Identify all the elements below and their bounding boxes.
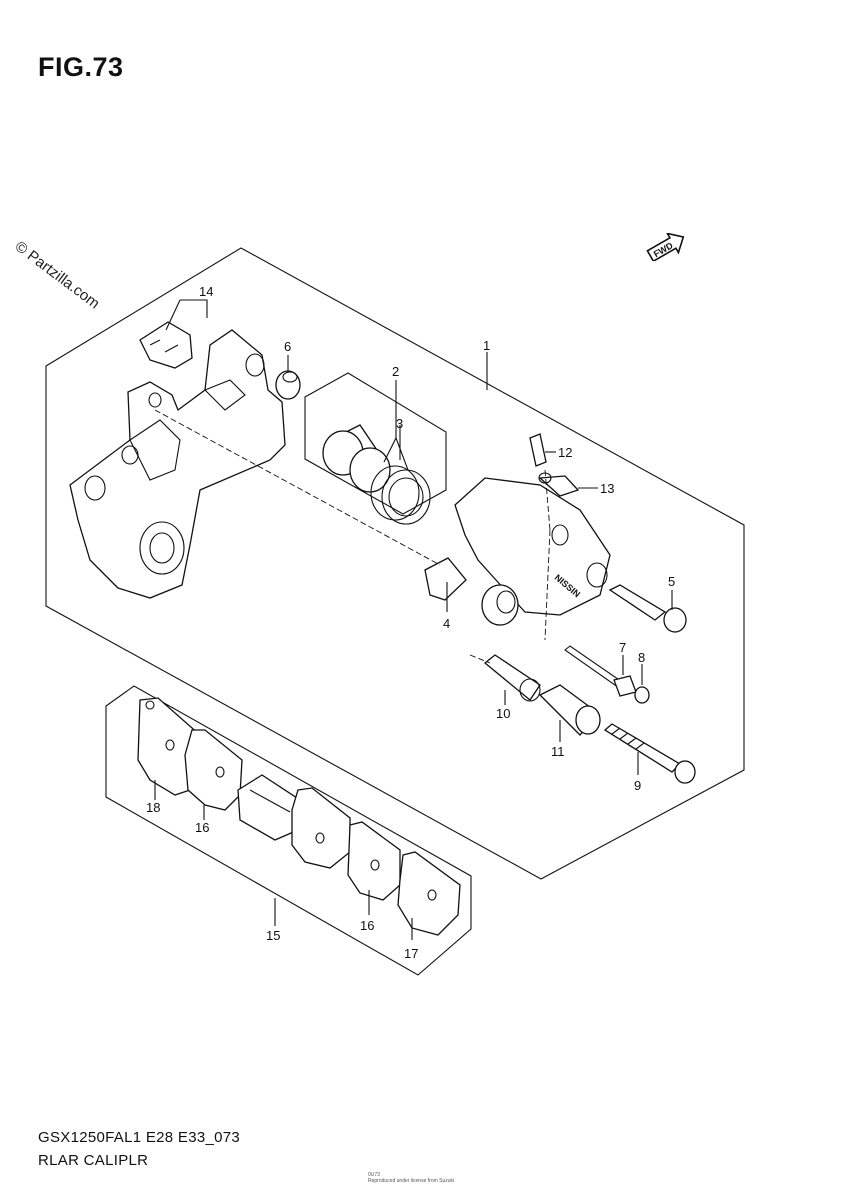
assembly-outline-pads [105,685,472,976]
leader-lines [154,299,673,940]
sleeve [483,654,541,702]
callout-14: 14 [199,284,213,299]
callout-15: 15 [266,928,280,943]
callout-5: 5 [668,574,675,589]
callout-16-right: 16 [360,918,374,933]
piston [322,424,391,493]
fwd-arrow-icon: FWD [646,233,685,261]
callout-3: 3 [396,416,403,431]
callout-17: 17 [404,946,418,961]
footer-fine-print: 0U73 Reproduced under license from Suzuk… [368,1172,454,1184]
sleeve-boot [538,684,601,736]
callout-11: 11 [551,744,565,759]
callout-13: 13 [600,481,614,496]
callout-4: 4 [443,616,450,631]
callout-10: 10 [496,706,510,721]
pin-plug [634,686,650,704]
diagram-name: RLAR CALIPLR [38,1152,149,1169]
assembly-outline-piston [304,372,447,515]
pad-clip [424,557,467,601]
figure-title: FIG.73 [38,52,124,82]
callout-9: 9 [634,778,641,793]
slide-pin [608,584,687,633]
callout-1: 1 [483,338,490,353]
bleeder-screw [529,433,547,467]
brake-pad-17 [397,851,461,936]
alignment-line [544,529,551,641]
callout-12: 12 [558,445,572,460]
footer-fine-print-line2: Reproduced under license from Suzuki [368,1178,455,1184]
callout-7: 7 [619,640,626,655]
callout-16-left: 16 [195,820,209,835]
alignment-line [544,469,551,531]
pad-spring [139,321,193,369]
diagram-code: GSX1250FAL1 E28 E33_073 [38,1129,241,1146]
footer-fine-print-line1: 0U73 [368,1172,380,1178]
caliper-bracket [69,329,286,599]
alignment-line [469,654,491,664]
callout-18: 18 [146,800,160,815]
brake-pad-16-left [184,729,243,811]
brake-pad-16-right [347,821,401,901]
callout-6: 6 [284,339,291,354]
mounting-bolt [603,723,696,784]
callout-2: 2 [392,364,399,379]
assembly-outline-main [45,247,745,880]
brake-pad-right [291,787,351,869]
callout-8: 8 [638,650,645,665]
alignment-line [154,409,441,566]
brake-pad-shim [237,774,301,841]
rubber-boot [275,370,301,400]
caliper-body: NISSIN [454,477,611,626]
piston-seal [370,465,431,525]
